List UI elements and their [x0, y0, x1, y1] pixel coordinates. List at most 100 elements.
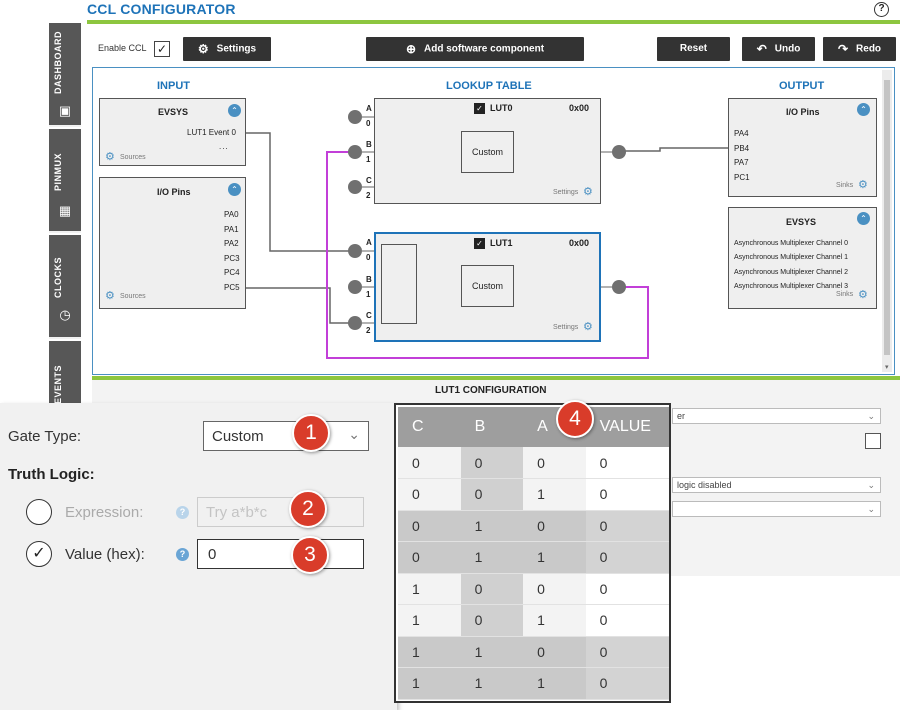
- settings-button[interactable]: ⚙Settings: [183, 37, 271, 61]
- config-checkbox[interactable]: [865, 433, 881, 449]
- input-evsys-panel[interactable]: [99, 98, 246, 166]
- output-evsys-panel[interactable]: [728, 207, 877, 309]
- lut1-input-b-node[interactable]: [348, 280, 362, 294]
- table-row: 1 0 0 0: [398, 573, 669, 605]
- sink-pin-item[interactable]: PB4: [734, 144, 750, 153]
- sink-pin-item[interactable]: PA4: [734, 129, 749, 138]
- lut1-input-c-node[interactable]: [348, 316, 362, 330]
- cell-b: 1: [460, 667, 524, 700]
- evsys-channel-item[interactable]: Asynchronous Multiplexer Channel 2: [734, 269, 849, 276]
- cell-a: 0: [523, 573, 586, 605]
- cell-b: 0: [460, 447, 524, 479]
- cell-value[interactable]: 0: [585, 667, 669, 700]
- pin-item[interactable]: PA2: [224, 239, 239, 248]
- lut0-output-node[interactable]: [612, 145, 626, 159]
- lut0-input-b-node[interactable]: [348, 145, 362, 159]
- gear-icon[interactable]: ⚙: [583, 321, 593, 333]
- lut1-input-a-node[interactable]: [348, 244, 362, 258]
- table-row: 0 1 0 0: [398, 510, 669, 542]
- pin-item[interactable]: PC5: [224, 283, 240, 292]
- pin-item[interactable]: PC4: [224, 268, 240, 277]
- cell-value[interactable]: 0: [585, 636, 669, 668]
- enable-ccl-checkbox[interactable]: ✓: [154, 41, 170, 57]
- lookup-table-header: LOOKUP TABLE: [446, 80, 532, 92]
- lut0-enable-checkbox[interactable]: ✓: [474, 103, 485, 114]
- gear-icon[interactable]: ⚙: [105, 290, 115, 302]
- collapse-icon[interactable]: ⌃: [857, 212, 870, 225]
- evsys-channel-item[interactable]: Asynchronous Multiplexer Channel 1: [734, 254, 849, 261]
- gear-icon[interactable]: ⚙: [858, 289, 868, 301]
- undo-button[interactable]: ↶Undo: [742, 37, 815, 61]
- collapse-icon[interactable]: ⌃: [228, 104, 241, 117]
- cell-value[interactable]: 0: [585, 604, 669, 637]
- lut0-pin-a: A: [366, 104, 372, 113]
- output-io-pins-panel[interactable]: [728, 98, 877, 197]
- evsys-more[interactable]: ...: [219, 142, 229, 151]
- sources-label: Sources: [120, 293, 146, 300]
- lut1-settings-label: Settings: [553, 324, 579, 331]
- sink-pin-item[interactable]: PC1: [734, 173, 750, 182]
- lut1-pin-a: A: [366, 238, 372, 247]
- config-title: LUT1 CONFIGURATION: [435, 385, 547, 396]
- tab-clocks[interactable]: CLOCKS ◷: [49, 235, 81, 339]
- redo-button[interactable]: ↷Redo: [823, 37, 896, 61]
- lut0-input-c-node[interactable]: [348, 180, 362, 194]
- cell-a: 1: [523, 478, 586, 511]
- evsys-channel-item[interactable]: Asynchronous Multiplexer Channel 0: [734, 240, 849, 247]
- gate-type-select[interactable]: Custom ⌄: [203, 421, 369, 451]
- table-row: 0 0 0 0: [398, 447, 669, 479]
- truth-table: C B A VALUE 0 0 0 0 0 0 1 0 0 1 0: [398, 407, 669, 700]
- lut0-pin-2: 2: [366, 191, 371, 200]
- expression-radio[interactable]: [26, 499, 52, 525]
- chip-icon: ▦: [58, 203, 72, 218]
- value-radio-checked[interactable]: ✓: [26, 541, 52, 567]
- canvas-scroll-thumb[interactable]: [884, 80, 890, 355]
- value-hex-input[interactable]: 0: [197, 539, 364, 569]
- pin-item[interactable]: PC3: [224, 254, 240, 263]
- tab-pinmux[interactable]: PINMUX ▦: [49, 129, 81, 233]
- chevron-down-icon: ⌄: [867, 504, 875, 514]
- config-dropdown-2[interactable]: logic disabled⌄: [672, 477, 881, 493]
- collapse-icon[interactable]: ⌃: [228, 183, 241, 196]
- cell-value[interactable]: 0: [585, 541, 669, 574]
- help-icon[interactable]: ?: [176, 506, 189, 519]
- cell-value[interactable]: 0: [585, 447, 669, 479]
- help-icon[interactable]: ?: [176, 548, 189, 561]
- lut1-gate[interactable]: Custom: [461, 265, 514, 307]
- gear-icon[interactable]: ⚙: [583, 186, 593, 198]
- reset-button[interactable]: Reset: [657, 37, 730, 61]
- lut0-gate[interactable]: Custom: [461, 131, 514, 173]
- gear-icon[interactable]: ⚙: [105, 151, 115, 163]
- lut0-input-a-node[interactable]: [348, 110, 362, 124]
- config-dropdown-3[interactable]: ⌄: [672, 501, 881, 517]
- sinks-label: Sinks: [836, 182, 854, 189]
- help-icon[interactable]: ?: [874, 2, 889, 17]
- undo-icon: ↶: [756, 42, 767, 56]
- pin-item[interactable]: PA1: [224, 225, 239, 234]
- column-header-c: C: [398, 407, 461, 447]
- cell-c: 1: [398, 636, 461, 668]
- config-dropdown-1[interactable]: er⌄: [672, 408, 881, 424]
- cell-value[interactable]: 0: [585, 510, 669, 542]
- cell-value[interactable]: 0: [585, 478, 669, 511]
- cell-c: 1: [398, 667, 461, 700]
- table-row: 1 1 0 0: [398, 636, 669, 668]
- truth-table-panel: C B A VALUE 0 0 0 0 0 0 1 0 0 1 0: [394, 403, 671, 703]
- add-software-component-button[interactable]: ⊕Add software component: [366, 37, 584, 61]
- lut1-output-node[interactable]: [612, 280, 626, 294]
- input-io-pins-panel[interactable]: [99, 177, 246, 309]
- tab-dashboard[interactable]: DASHBOARD ▣: [49, 23, 81, 127]
- expression-input[interactable]: Try a*b*c: [197, 497, 364, 527]
- collapse-icon[interactable]: ⌃: [857, 103, 870, 116]
- pin-item[interactable]: PA0: [224, 210, 239, 219]
- scroll-down-icon[interactable]: ▾: [885, 364, 889, 371]
- sink-pin-item[interactable]: PA7: [734, 158, 749, 167]
- lut1-enable-checkbox[interactable]: ✓: [474, 238, 485, 249]
- gear-icon[interactable]: ⚙: [858, 179, 868, 191]
- evsys-source-item[interactable]: LUT1 Event 0: [187, 128, 236, 137]
- lut1-pin-c: C: [366, 311, 372, 320]
- output-header: OUTPUT: [779, 80, 825, 92]
- cell-b: 0: [460, 573, 524, 605]
- evsys-channel-item[interactable]: Asynchronous Multiplexer Channel 3: [734, 283, 849, 290]
- cell-value[interactable]: 0: [585, 573, 669, 605]
